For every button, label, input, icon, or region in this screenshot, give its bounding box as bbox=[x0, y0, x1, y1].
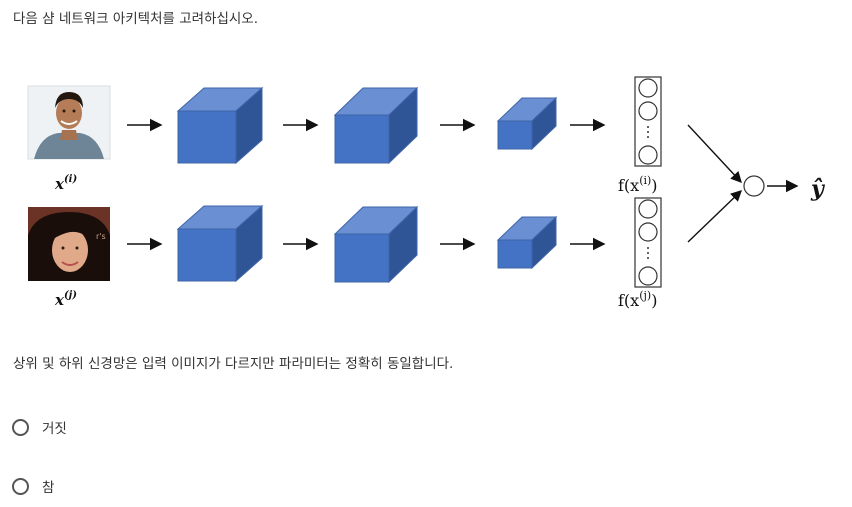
conv-layer-2-top-cube bbox=[333, 86, 419, 165]
conv-layer-2-bottom-cube bbox=[333, 205, 419, 284]
radio-button-true[interactable] bbox=[12, 477, 29, 495]
bottom-encoding-label: f(x(j)) bbox=[618, 289, 657, 310]
output-y-hat-label: ŷ bbox=[810, 176, 826, 202]
arrow-bottom-to-distance-node bbox=[687, 190, 743, 243]
encoding-vector-top bbox=[634, 76, 662, 167]
distance-node bbox=[743, 175, 765, 197]
siamese-network-diagram: f(x(i)) x(i) r's bbox=[27, 76, 826, 310]
conv-layer-1-top-cube bbox=[176, 86, 264, 165]
conv-layer-1-bottom-cube bbox=[176, 204, 264, 283]
top-input-label: x(i) bbox=[54, 174, 77, 193]
top-encoding-label: f(x(i)) bbox=[618, 174, 658, 195]
statement-text: 상위 및 하위 신경망은 입력 이미지가 다르지만 파라미터는 정확히 동일합니… bbox=[13, 356, 454, 372]
woman-face-photo: r's bbox=[28, 207, 110, 281]
encoding-vector-bottom bbox=[634, 197, 662, 288]
arrow-top-to-distance-node bbox=[687, 124, 742, 184]
option-true-label: 참 bbox=[42, 480, 55, 496]
option-true[interactable]: 참 bbox=[12, 476, 54, 496]
option-false[interactable]: 거짓 bbox=[12, 417, 67, 437]
conv-layer-3-top-cube bbox=[496, 96, 558, 151]
bottom-input-label: x(j) bbox=[54, 290, 77, 309]
option-false-label: 거짓 bbox=[42, 421, 67, 437]
conv-layer-3-bottom-cube bbox=[496, 215, 558, 270]
man-face-photo bbox=[27, 85, 111, 160]
radio-button-false[interactable] bbox=[12, 418, 29, 436]
question-prompt: 다음 샴 네트워크 아키텍처를 고려하십시오. bbox=[13, 11, 259, 27]
svg-text:r's: r's bbox=[96, 232, 106, 241]
